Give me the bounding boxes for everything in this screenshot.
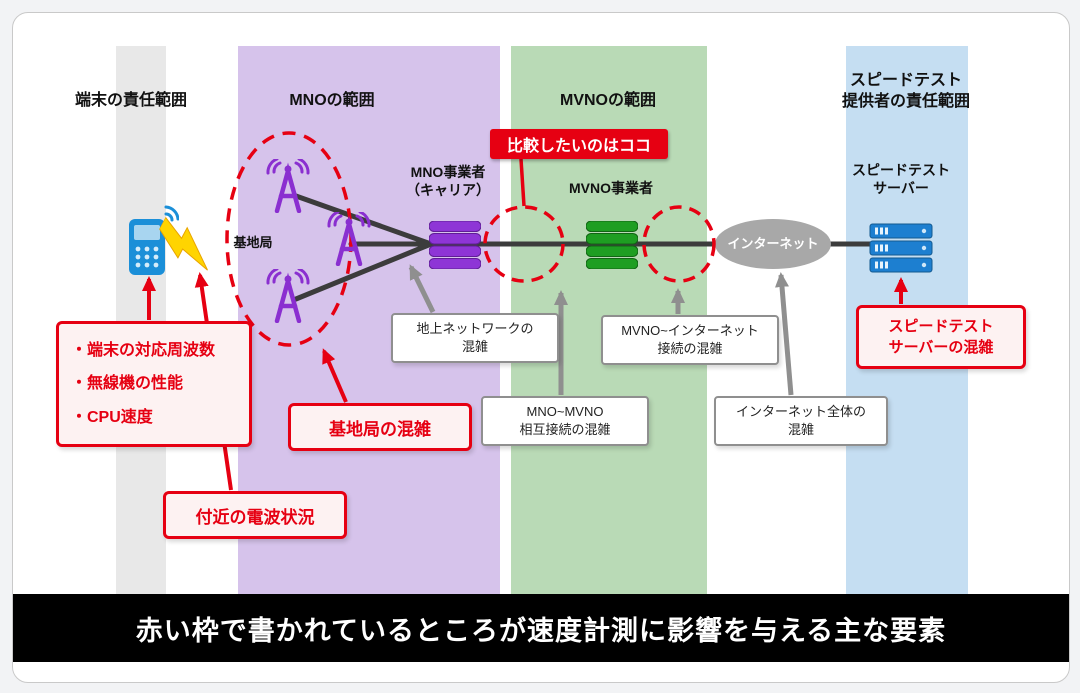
server-rack-icon bbox=[869, 223, 933, 280]
mvno-operator-label: MVNO事業者 bbox=[569, 180, 653, 196]
smartphone-icon bbox=[125, 205, 180, 282]
comparison-highlight-badge: 比較したいのはココ bbox=[490, 129, 668, 159]
antenna-icon bbox=[265, 267, 311, 328]
internet-label: インターネット bbox=[727, 236, 819, 251]
antenna-icon bbox=[326, 210, 372, 271]
callout-ground-network: 地上ネットワークの 混雑 bbox=[391, 313, 559, 363]
lane-title-mvno: MVNOの範囲 bbox=[559, 92, 656, 109]
lane-title-device: 端末の責任範囲 bbox=[74, 92, 187, 109]
callout-device-factors: ・端末の対応周波数 ・無線機の性能 ・CPU速度 bbox=[56, 321, 252, 447]
mno-carrier-label: MNO事業者 （キャリア） bbox=[406, 164, 490, 199]
callout-server-congestion: スピードテスト サーバーの混雑 bbox=[856, 305, 1026, 369]
callout-internet-overall: インターネット全体の 混雑 bbox=[714, 396, 888, 446]
callout-base-station-congestion: 基地局の混雑 bbox=[288, 403, 472, 451]
arrow-internet-overall bbox=[775, 272, 794, 396]
callout-nearby-radio: 付近の電波状況 bbox=[163, 491, 347, 539]
lane-band-device bbox=[116, 46, 166, 594]
mvno-cylinder-icon bbox=[585, 220, 639, 274]
antenna-icon bbox=[265, 157, 311, 218]
footer-banner: 赤い枠で書かれているところが速度計測に影響を与える主な要素 bbox=[13, 594, 1069, 662]
diagram-card: 端末の責任範囲 MNOの範囲 MVNOの範囲 スピードテスト 提供者の責任範囲 bbox=[12, 12, 1070, 683]
lane-title-mno: MNOの範囲 bbox=[289, 92, 375, 109]
base-station-label: 基地局 bbox=[233, 235, 273, 250]
callout-mno-mvno-interconnect: MNO~MVNO 相互接続の混雑 bbox=[481, 396, 649, 446]
callout-mvno-internet: MVNO~インターネット 接続の混雑 bbox=[601, 315, 779, 365]
lightning-bolt-icon bbox=[150, 211, 228, 278]
mno-cylinder-icon bbox=[428, 220, 482, 274]
speedtest-server-label: スピードテスト サーバー bbox=[852, 162, 950, 197]
lane-title-speedtest: スピードテスト 提供者の責任範囲 bbox=[841, 72, 970, 110]
